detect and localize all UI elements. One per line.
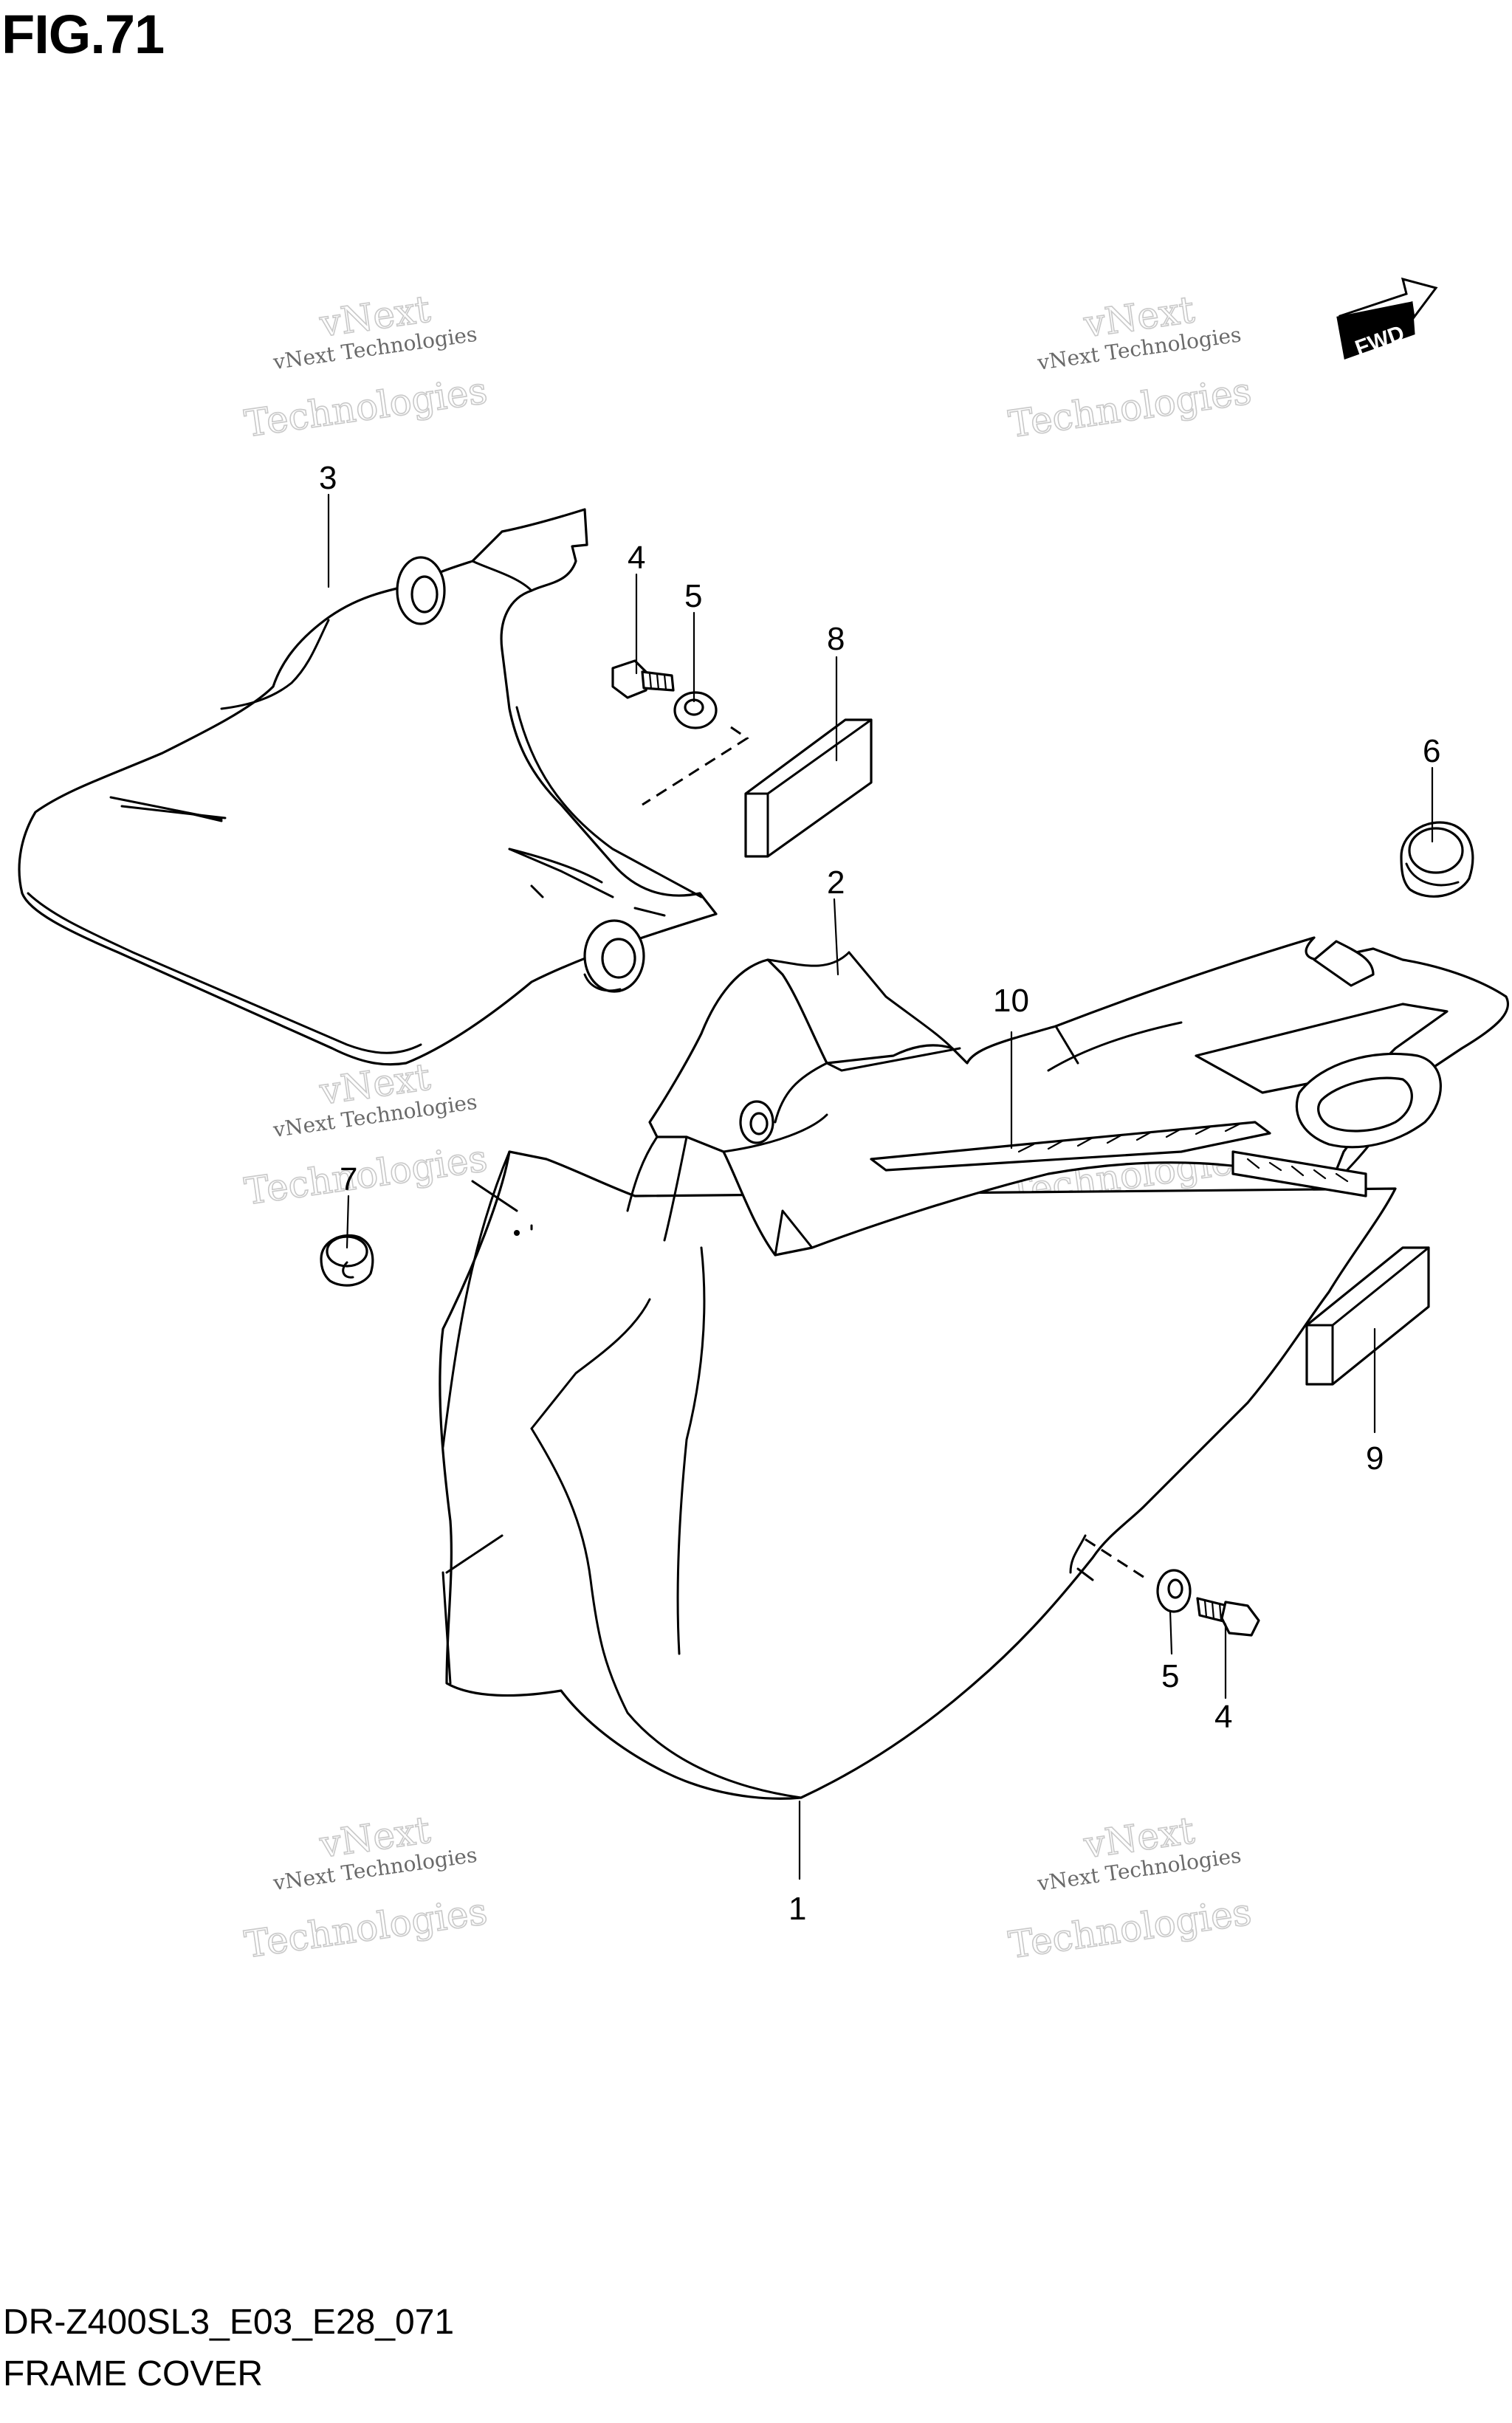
watermark-bottom-left: vNext Technologies Technologies vNext (241, 1808, 490, 1967)
watermark-bottom-right: vNext Technologies Technologies vNext (1006, 1808, 1254, 1967)
callout-9: 9 (1366, 1440, 1384, 1477)
callout-8: 8 (827, 621, 845, 657)
watermark-mid-left: vNext Technologies Technologies vNext (241, 1055, 490, 1214)
forward-direction-arrow-icon: FWD (1336, 277, 1438, 361)
callout-10: 10 (993, 983, 1029, 1019)
callout-3: 3 (319, 460, 337, 496)
part-6-grommet (1400, 821, 1474, 898)
part-1-frame-cover-lower (439, 1150, 1397, 1800)
callout-5-top: 5 (684, 578, 702, 614)
callout-7: 7 (340, 1161, 357, 1197)
diagram-code: DR-Z400SL3_E03_E28_071 (3, 2303, 455, 2342)
callout-6: 6 (1423, 733, 1440, 769)
part-3-frame-cover-upper (18, 508, 718, 1066)
part-7-grommet (320, 1234, 374, 1287)
part-8-pad (744, 718, 873, 858)
watermark-text: Technologies (1006, 1890, 1254, 1966)
watermark-text: Technologies (1006, 369, 1254, 445)
part-9-pad (1305, 1246, 1430, 1386)
watermark-text: Technologies (242, 369, 490, 445)
callout-4-top: 4 (628, 540, 645, 576)
part-2-frame-cover-side-panel (514, 936, 1510, 1257)
figure-title: FIG.71 (1, 4, 165, 65)
part-4-bolt-top (611, 659, 675, 699)
watermark-top-left: vNext Technologies Technologies vNext (241, 287, 490, 446)
watermark-text: Technologies (242, 1890, 490, 1966)
part-4-bolt-bottom (1196, 1597, 1260, 1637)
callout-numbers: 1 2 3 4 5 6 7 8 9 10 4 5 (319, 460, 1440, 1927)
diagram-name: FRAME COVER (3, 2354, 264, 2393)
part-5-washer-top (642, 691, 749, 806)
part-5-washer-bottom (1085, 1538, 1192, 1613)
callout-5-bottom: 5 (1161, 1658, 1179, 1694)
callout-1: 1 (788, 1891, 806, 1927)
leader-lines (327, 493, 1434, 1880)
watermark-top-right: vNext Technologies Technologies vNext (1006, 287, 1254, 446)
callout-2: 2 (827, 865, 845, 901)
callout-4-bottom: 4 (1214, 1699, 1232, 1735)
watermark-text: Technologies (242, 1137, 490, 1213)
